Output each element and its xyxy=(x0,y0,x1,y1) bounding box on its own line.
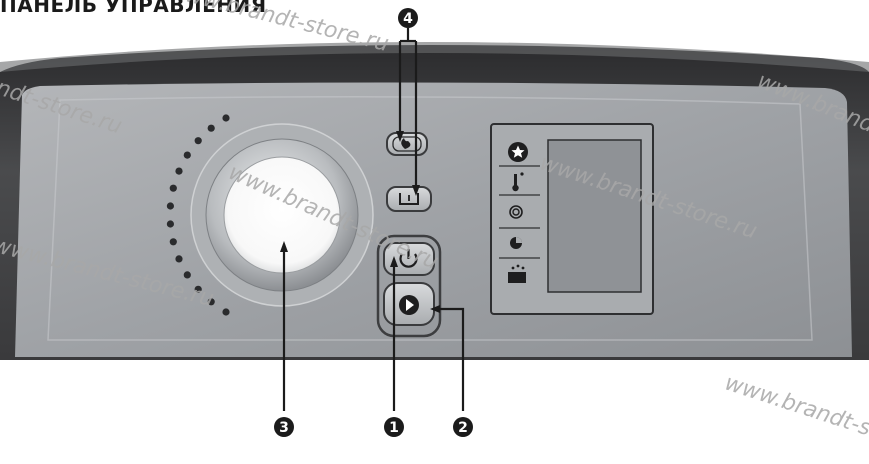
callout-badge-4: 4 xyxy=(398,8,418,28)
star-icon xyxy=(508,142,528,162)
callout-badge-1: 1 xyxy=(384,417,404,437)
program-indicator-dot xyxy=(207,298,215,306)
start-pause-button[interactable] xyxy=(383,282,435,326)
panel-svg: 4 3 1 2 xyxy=(0,8,869,437)
callout-label-4: 4 xyxy=(403,11,413,27)
page-title: ПАНЕЛЬ УПРАВЛЕНИЯ xyxy=(0,0,267,17)
program-indicator-dot xyxy=(169,238,177,246)
program-indicator-dot xyxy=(166,220,174,228)
program-indicator-dot xyxy=(175,255,183,263)
callout-label-1: 1 xyxy=(389,420,399,436)
program-indicator-dot xyxy=(175,167,183,175)
display-module xyxy=(490,123,654,315)
program-dial[interactable] xyxy=(190,123,374,307)
program-indicator-dot xyxy=(166,202,174,210)
power-button[interactable] xyxy=(383,242,435,276)
callout-badge-2: 2 xyxy=(453,417,473,437)
power-start-group xyxy=(376,234,442,338)
spin-icon xyxy=(509,205,523,219)
power-icon xyxy=(399,249,418,268)
thermometer-icon xyxy=(512,172,524,192)
prewash-option-button[interactable] xyxy=(386,186,432,212)
program-indicator-dot xyxy=(194,137,202,145)
callout-badge-3: 3 xyxy=(274,417,294,437)
wash-tub-icon xyxy=(399,193,419,205)
program-indicator-dot xyxy=(194,285,202,293)
callout-label-3: 3 xyxy=(279,420,289,436)
program-indicator-dot xyxy=(222,308,230,316)
play-icon xyxy=(399,295,419,315)
callout-arrowheads xyxy=(280,131,440,313)
callout-label-2: 2 xyxy=(458,420,468,436)
program-indicator-dot xyxy=(183,271,191,279)
program-indicator-dot xyxy=(207,124,215,132)
program-indicator-dot xyxy=(222,114,230,122)
flame-leaf-icon xyxy=(401,138,411,149)
timer-icon xyxy=(510,237,522,249)
program-indicator-dot xyxy=(183,151,191,159)
wash-tub-icon xyxy=(508,264,526,283)
callout-lines xyxy=(282,28,465,411)
program-indicator-dots xyxy=(166,114,230,316)
eco-option-button[interactable] xyxy=(386,132,428,156)
program-indicator-dot xyxy=(169,184,177,192)
